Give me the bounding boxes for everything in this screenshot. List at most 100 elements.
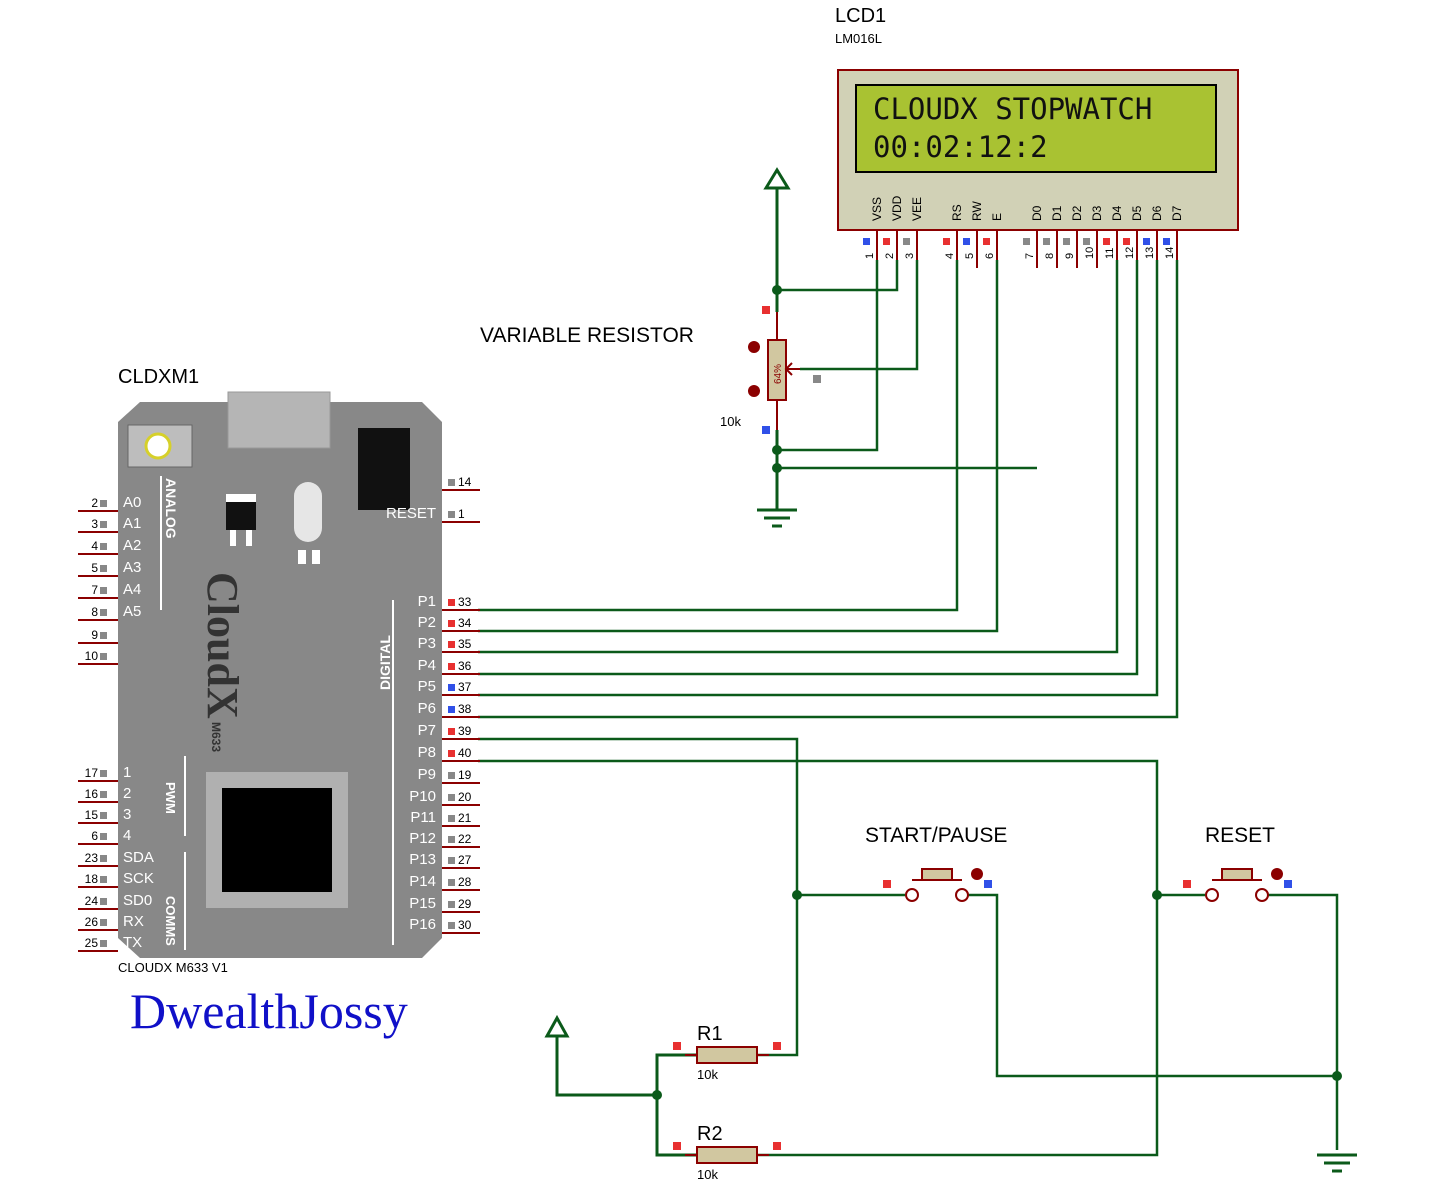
board-pin-number: 15	[85, 808, 99, 822]
pin-state-marker	[1063, 238, 1070, 245]
pin-state-marker	[100, 653, 107, 660]
ground-terminal-icon	[757, 430, 797, 528]
pin-state-marker	[100, 565, 107, 572]
lcd-pin-name: E	[990, 213, 1004, 221]
pin-state-marker	[100, 770, 107, 777]
board-pin-label: P16	[409, 916, 436, 933]
board-pin-label: P4	[418, 657, 436, 674]
usb-connector	[227, 391, 331, 449]
pin-state-marker	[1123, 238, 1130, 245]
board-pin-label: P2	[418, 614, 436, 631]
board-pin-number: 35	[458, 637, 472, 651]
board-pin-label: 3	[123, 806, 131, 823]
pin-state-marker	[762, 306, 770, 314]
lcd-pin-number: 11	[1104, 248, 1116, 259]
comms-title: COMMS	[163, 896, 178, 946]
board-pin-number: 27	[458, 853, 472, 867]
board-pin-number: 10	[85, 649, 99, 663]
board-pin-label: A2	[123, 537, 141, 554]
lcd-pin-number: 5	[964, 253, 976, 259]
pin-state-marker	[100, 855, 107, 862]
board-pin-number: 14	[458, 475, 472, 489]
pin-state-marker	[1043, 238, 1050, 245]
wires-lcd	[478, 260, 1179, 1157]
cloudx-board: CLDXM1 CloudX M633 ANALOG DIGITAL PWM CO…	[78, 366, 480, 975]
board-pin-number: 30	[458, 918, 472, 932]
board-pin-label: A0	[123, 494, 141, 511]
pin-state-marker	[100, 898, 107, 905]
pwm-title: PWM	[163, 782, 178, 814]
board-pin-number: 37	[458, 680, 472, 694]
board-pin-label: P10	[409, 788, 436, 805]
pin-state-marker	[448, 479, 455, 486]
board-pin-number: 5	[91, 561, 98, 575]
pin-state-marker	[448, 922, 455, 929]
pin-state-marker	[448, 750, 455, 757]
board-pin-number: 16	[85, 787, 99, 801]
pin-state-marker	[983, 238, 990, 245]
pin-state-marker	[448, 772, 455, 779]
lcd-model-label: LM016L	[835, 31, 882, 46]
pin-state-marker	[448, 794, 455, 801]
lcd-pin-number: 8	[1044, 253, 1056, 259]
pin-state-marker	[448, 815, 455, 822]
board-pin-label: A3	[123, 559, 141, 576]
lcd-pin-name: D5	[1130, 205, 1144, 221]
pot-label: VARIABLE RESISTOR	[480, 324, 694, 347]
lcd-pin-number: 6	[984, 253, 996, 259]
lcd-pin-number: 14	[1164, 247, 1176, 259]
pin-state-marker	[448, 663, 455, 670]
lcd-screen	[855, 84, 1217, 173]
board-pin-number: 3	[91, 517, 98, 531]
lcd-module: LCD1 LM016L CLOUDX STOPWATCH 00:02:12:2 …	[835, 5, 1239, 268]
board-pin-label: 4	[123, 827, 131, 844]
board-pin-number: 4	[91, 539, 98, 553]
board-pin-label: P13	[409, 851, 436, 868]
pin-state-marker	[1083, 238, 1090, 245]
resistor-r1: R1 10k	[673, 1023, 781, 1082]
crystal-icon	[294, 482, 322, 542]
pin-state-marker	[1023, 238, 1030, 245]
small-chip-icon	[358, 428, 410, 510]
regulator-icon	[226, 500, 256, 530]
lcd-pin-number: 3	[904, 253, 916, 259]
board-pin-label: 2	[123, 785, 131, 802]
pin-state-marker	[1143, 238, 1150, 245]
mcu-chip-icon	[222, 788, 332, 892]
reset-button-label: RESET	[1205, 824, 1275, 847]
board-body	[118, 402, 442, 958]
board-pin-number: 7	[91, 583, 98, 597]
lcd-pin-name: D1	[1050, 205, 1064, 221]
board-pin-number: 1	[458, 507, 465, 521]
pin-state-marker	[448, 684, 455, 691]
power-terminal-icon	[544, 1014, 697, 1157]
lcd-pin-name: RS	[950, 204, 964, 221]
board-ref-label: CLDXM1	[118, 366, 199, 388]
board-pin-number: 20	[458, 790, 472, 804]
board-pin-label: P9	[418, 766, 436, 783]
lcd-pin-name: VEE	[910, 197, 924, 221]
lcd-ref-label: LCD1	[835, 5, 886, 27]
pin-state-marker	[100, 833, 107, 840]
variable-resistor: VARIABLE RESISTOR 10k 64%	[480, 306, 821, 434]
board-pin-number: 6	[91, 829, 98, 843]
probe-icon	[971, 868, 983, 880]
pin-state-marker	[1163, 238, 1170, 245]
watermark: DwealthJossy	[130, 983, 408, 1039]
board-pin-number: 38	[458, 702, 472, 716]
board-pin-label: A4	[123, 581, 141, 598]
board-pin-label: P6	[418, 700, 436, 717]
lcd-pin-number: 7	[1024, 253, 1036, 259]
lcd-pin-number: 2	[884, 253, 896, 259]
r2-label: R2	[697, 1123, 723, 1145]
board-pin-label: P11	[410, 809, 436, 826]
board-pin-number: 18	[85, 872, 99, 886]
board-pin-number: 40	[458, 746, 472, 760]
pin-state-marker	[448, 728, 455, 735]
pin-state-marker	[813, 375, 821, 383]
pin-state-marker	[448, 706, 455, 713]
board-logo: CloudX	[198, 572, 247, 719]
r2-value: 10k	[697, 1167, 718, 1182]
board-pin-label: P14	[409, 873, 436, 890]
